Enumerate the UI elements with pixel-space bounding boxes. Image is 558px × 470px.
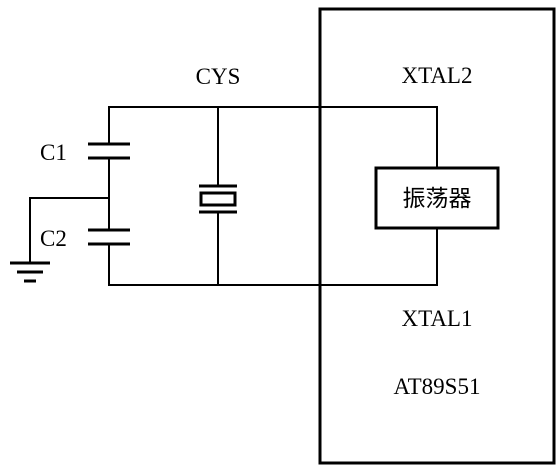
crystal-body [199, 191, 237, 207]
chip-label: AT89S51 [394, 374, 481, 399]
c1-label: C1 [40, 140, 67, 165]
oscillator-box [374, 166, 500, 230]
crystal-label: CYS [196, 64, 241, 89]
xtal2-label: XTAL2 [402, 63, 473, 88]
ground-icon [10, 261, 50, 283]
chip-outline [318, 7, 556, 465]
xtal1-label: XTAL1 [402, 306, 473, 331]
oscillator-label: 振荡器 [403, 186, 472, 212]
c2-label: C2 [40, 226, 67, 251]
